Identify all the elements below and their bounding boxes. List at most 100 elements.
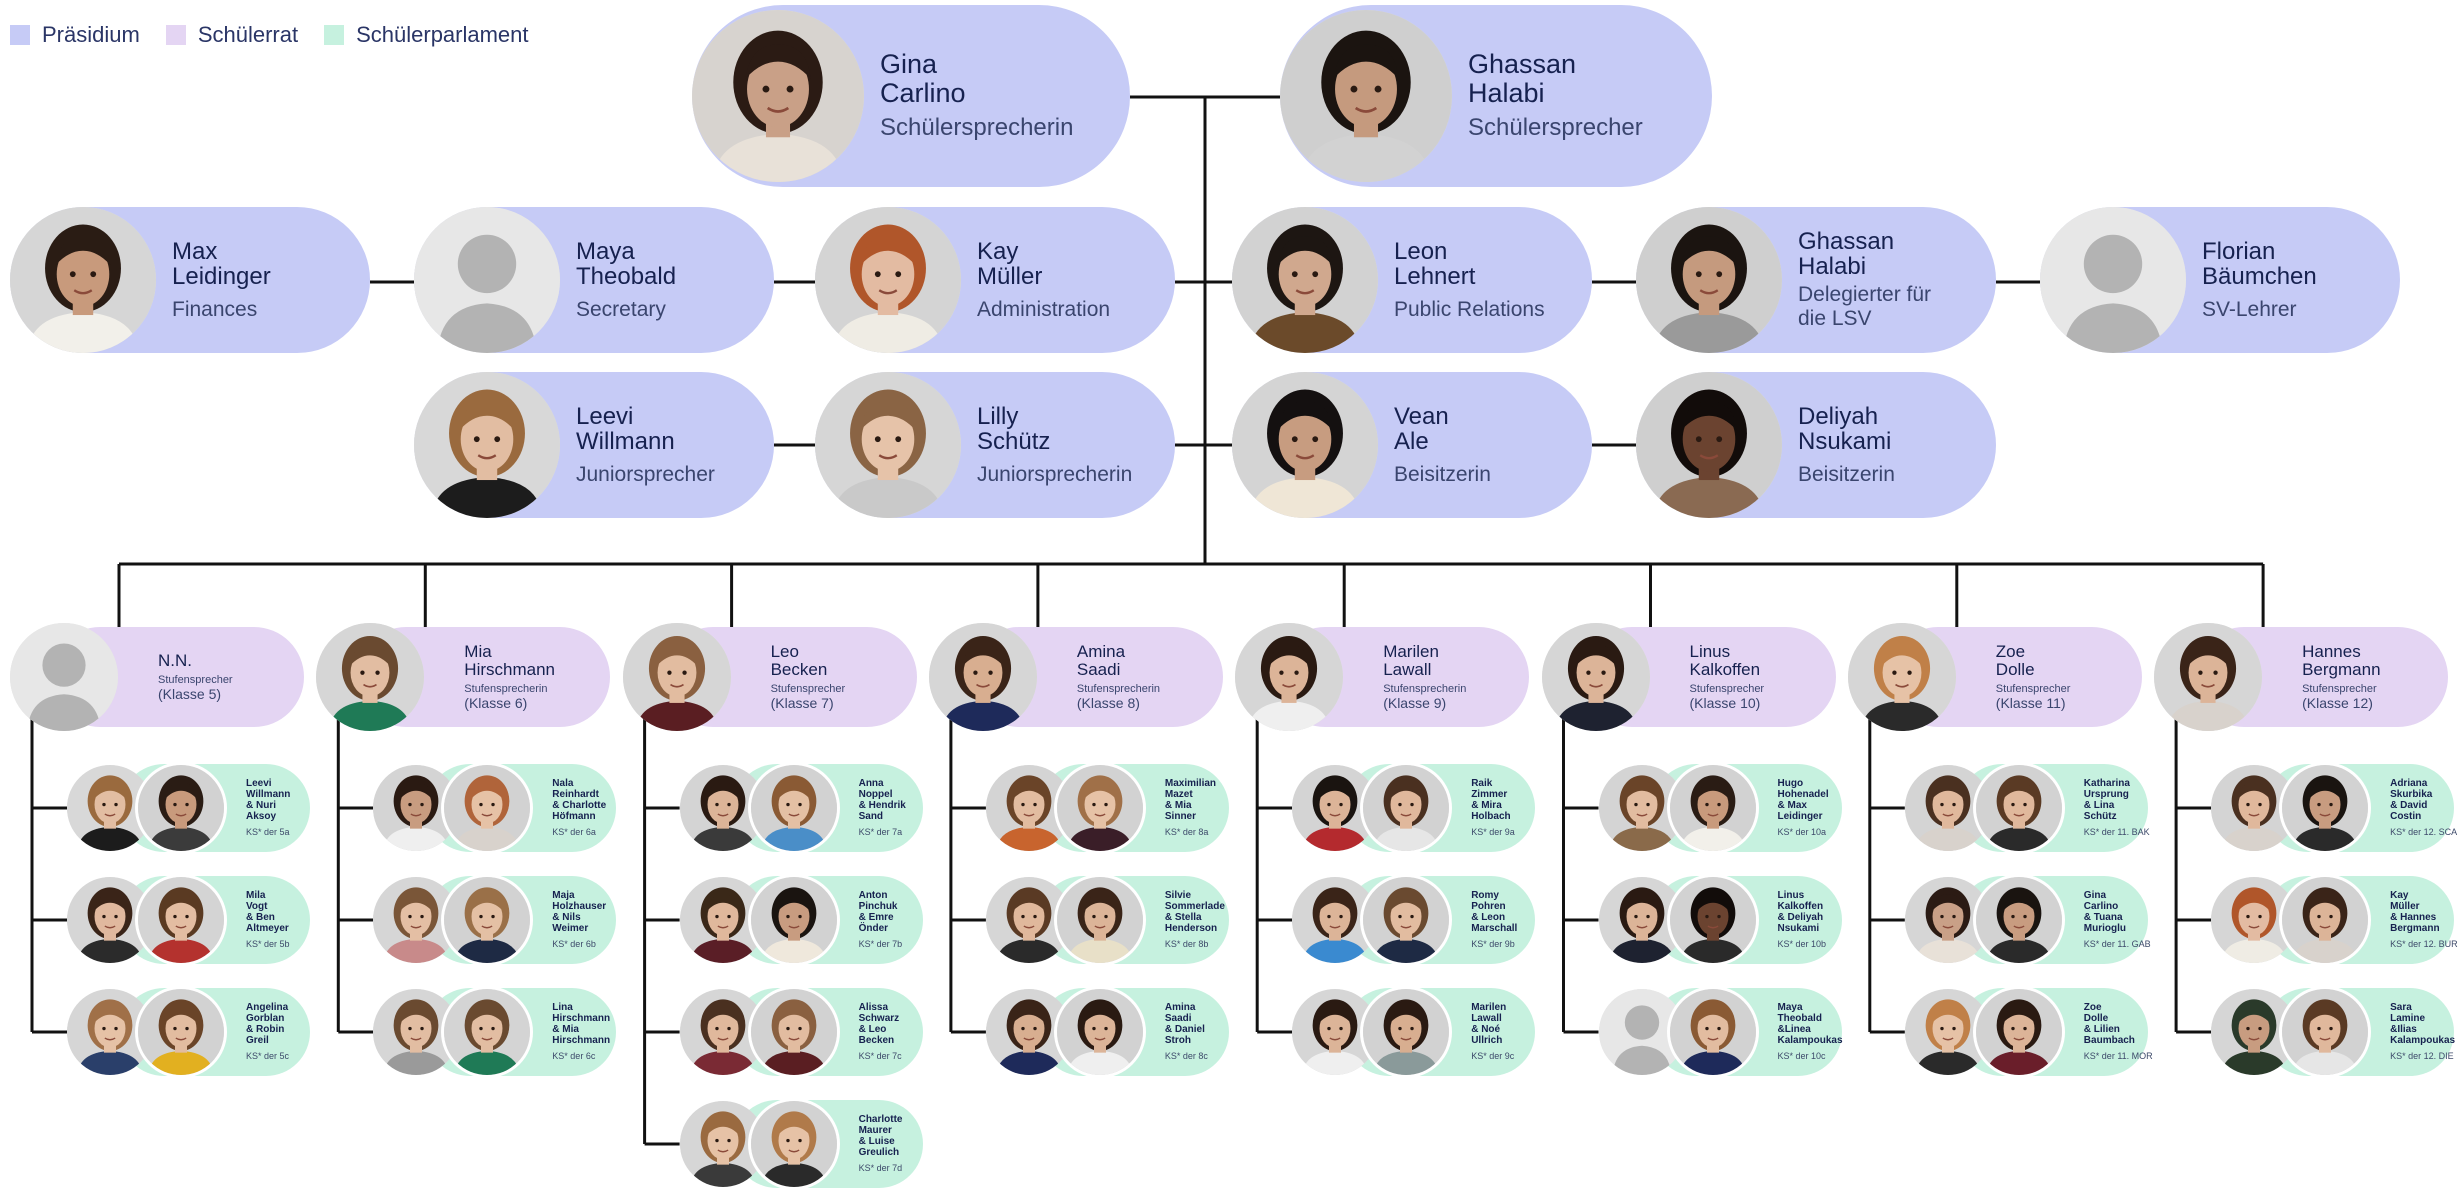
person-photo bbox=[138, 765, 224, 851]
portrait-icon bbox=[1232, 372, 1378, 518]
class-representative-label: KS* der 10b bbox=[1777, 938, 1827, 949]
portrait-icon bbox=[985, 765, 1072, 851]
person-name: Murioglu bbox=[2083, 922, 2127, 934]
person-photo bbox=[67, 765, 153, 851]
person-name: Halabi bbox=[1798, 252, 1867, 280]
person-role: Juniorsprecher bbox=[576, 463, 770, 486]
class-representative-label: KS* der 6a bbox=[552, 826, 596, 837]
person-role: Beisitzerin bbox=[1394, 463, 1588, 486]
person-role: Public Relations bbox=[1394, 298, 1588, 321]
person-photo bbox=[2282, 877, 2369, 963]
class-representative-label: KS* der 7c bbox=[858, 1050, 902, 1061]
portrait-icon bbox=[985, 877, 1072, 963]
person-role: Stufensprecher bbox=[158, 673, 233, 686]
person-name: Amina bbox=[1164, 1002, 1196, 1014]
person-name: Hugo bbox=[1777, 778, 1804, 790]
person-name: Deliyah bbox=[1798, 403, 1879, 431]
role-line: Juniorsprecher bbox=[576, 462, 715, 486]
portrait-icon bbox=[2282, 877, 2369, 963]
person-name: Leon bbox=[1394, 238, 1448, 266]
person-photo bbox=[1056, 989, 1143, 1075]
person-photo bbox=[750, 1101, 837, 1187]
person-name: Theobald bbox=[576, 263, 677, 291]
person-photo bbox=[138, 989, 224, 1075]
role-line: Beisitzerin bbox=[1394, 462, 1491, 486]
person-name: Aksoy bbox=[246, 810, 277, 822]
class-level: (Klasse 5) bbox=[158, 686, 222, 703]
person-photo bbox=[10, 207, 156, 353]
portrait-icon bbox=[815, 207, 961, 353]
portrait-icon bbox=[1598, 765, 1685, 851]
class-representative-label: KS* der 8a bbox=[1164, 826, 1209, 837]
person-name: Kay bbox=[977, 238, 1019, 266]
portrait-icon bbox=[1363, 765, 1450, 851]
portrait-icon bbox=[1975, 765, 2062, 851]
portrait-icon bbox=[1975, 877, 2062, 963]
portrait-icon bbox=[1056, 765, 1143, 851]
person-name: Sommerlade bbox=[1164, 901, 1225, 913]
portrait-icon bbox=[444, 877, 531, 963]
portrait-icon bbox=[1904, 989, 1991, 1075]
person-name: Schütz bbox=[977, 428, 1051, 456]
placeholder-avatar-icon bbox=[10, 623, 118, 731]
class-representative-label: KS* der 7d bbox=[858, 1162, 903, 1173]
person-role: Stufensprecherin bbox=[1383, 682, 1467, 695]
person-name: Nsukami bbox=[1798, 428, 1892, 456]
person-name: Altmeyer bbox=[246, 922, 289, 934]
person-photo bbox=[928, 623, 1037, 731]
role-line: die LSV bbox=[1798, 307, 1872, 331]
portrait-icon bbox=[2282, 765, 2369, 851]
role-line: Public Relations bbox=[1394, 297, 1545, 321]
person-name: & Noé bbox=[1471, 1024, 1501, 1035]
portrait-icon bbox=[1975, 989, 2062, 1075]
person-name: Hirschmann bbox=[464, 659, 555, 679]
person-photo bbox=[692, 10, 864, 182]
person-name: Romy bbox=[1471, 890, 1499, 902]
person-name: &Linea bbox=[1777, 1024, 1811, 1035]
person-role: Stufensprecherin bbox=[464, 682, 548, 695]
person-role: Administration bbox=[977, 298, 1171, 321]
person-name: Hannes bbox=[2302, 641, 2361, 661]
portrait-icon bbox=[2154, 623, 2263, 731]
person-name: & Ben bbox=[246, 912, 275, 923]
person-photo bbox=[1598, 765, 1685, 851]
person-name: Hohenadel bbox=[1777, 789, 1829, 801]
person-name: Costin bbox=[2390, 810, 2422, 822]
person-photo bbox=[750, 877, 837, 963]
person-name: Leidinger bbox=[1777, 810, 1823, 822]
class-representative-label: KS* der 9a bbox=[1471, 826, 1515, 837]
person-name: Sinner bbox=[1164, 810, 1197, 822]
person-name: Kalkoffen bbox=[1777, 901, 1824, 913]
person-photo bbox=[444, 877, 531, 963]
portrait-icon bbox=[1669, 765, 1756, 851]
person-name: Lina bbox=[552, 1002, 573, 1014]
legend-label: Präsidium bbox=[42, 22, 140, 47]
person-name: Amina bbox=[1076, 641, 1126, 661]
person-name: & Luise bbox=[858, 1136, 895, 1147]
class-representative-label: KS* der 8c bbox=[1164, 1050, 1208, 1061]
person-photo bbox=[444, 989, 531, 1075]
person-role: Beisitzerin bbox=[1798, 463, 1992, 486]
person-name: & Lina bbox=[2083, 800, 2115, 811]
rat-text: N.N.Stufensprecher(Klasse 5) bbox=[158, 627, 233, 727]
person-photo bbox=[1847, 623, 1956, 731]
person-name: Carlino bbox=[2083, 901, 2119, 913]
legend-label: Schülerrat bbox=[197, 22, 299, 47]
class-representative-label: KS* der 10a bbox=[1777, 826, 1827, 837]
placeholder-avatar-icon bbox=[414, 207, 560, 353]
role-line: Schülersprecher bbox=[1468, 114, 1643, 142]
portrait-icon bbox=[1056, 877, 1143, 963]
